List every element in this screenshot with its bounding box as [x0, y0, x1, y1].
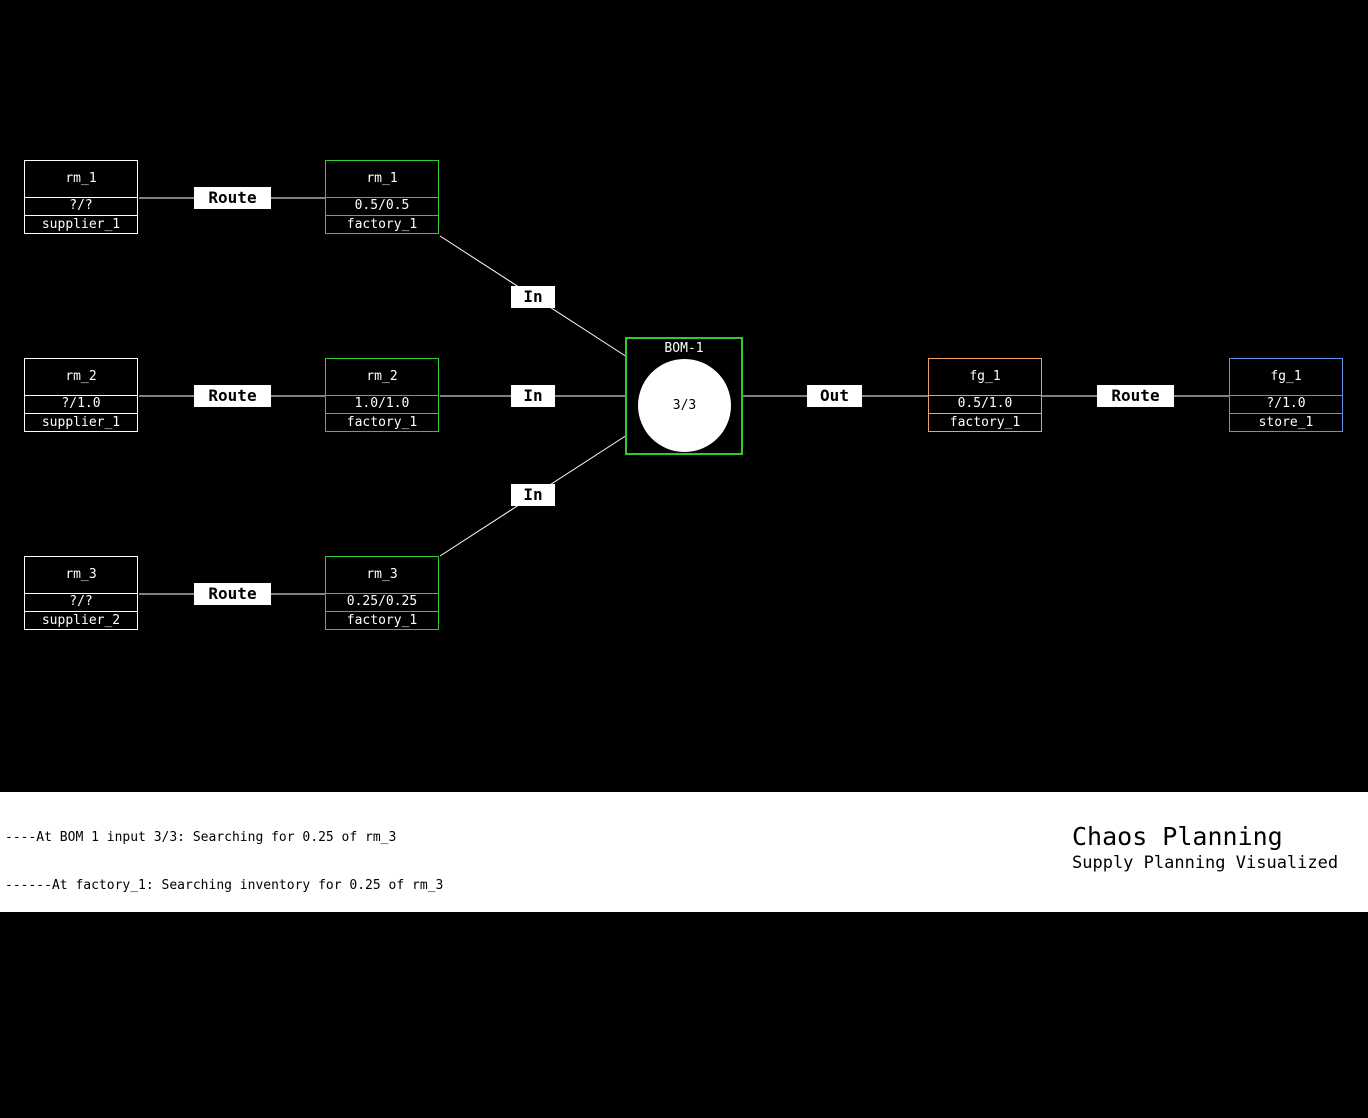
- bom-progress-circle: 3/3: [638, 359, 731, 452]
- node-quantity: 1.0/1.0: [326, 395, 438, 414]
- log-line: ----At BOM 1 input 3/3: Found all supply…: [5, 974, 389, 989]
- log-panel: ----At BOM 1 input 3/3: Searching for 0.…: [0, 792, 1368, 1085]
- node-location: factory_1: [346, 415, 418, 430]
- node-location: supplier_1: [41, 415, 121, 430]
- edge-label-route[interactable]: Route: [194, 583, 271, 605]
- node-quantity: 0.25/0.25: [326, 593, 438, 612]
- node-name: rm_1: [25, 161, 137, 198]
- node-quantity: ?/1.0: [1230, 395, 1342, 414]
- node-name: rm_1: [326, 161, 438, 198]
- node-quantity: ?/?: [25, 593, 137, 612]
- network-canvas: rm_1 ?/? supplier_1 rm_2 ?/1.0 supplier_…: [24, 160, 1343, 630]
- brand: Chaos Planning Supply Planning Visualize…: [1072, 822, 1338, 874]
- brand-title: Chaos Planning: [1072, 822, 1283, 851]
- node-name: rm_2: [25, 359, 137, 396]
- node-name: rm_3: [25, 557, 137, 594]
- edge-label-in[interactable]: In: [511, 484, 555, 506]
- log-line: ------At factory_1: Inventory meets all …: [5, 926, 459, 941]
- node-name: rm_3: [326, 557, 438, 594]
- edge-label-in[interactable]: In: [511, 286, 555, 308]
- node-rm1-supplier[interactable]: rm_1 ?/? supplier_1: [24, 160, 138, 234]
- node-location: factory_1: [346, 217, 418, 232]
- node-rm2-supplier[interactable]: rm_2 ?/1.0 supplier_1: [24, 358, 138, 432]
- node-location: store_1: [1258, 415, 1314, 430]
- node-name: fg_1: [929, 359, 1041, 396]
- node-fg1-store[interactable]: fg_1 ?/1.0 store_1: [1229, 358, 1343, 432]
- node-location: factory_1: [949, 415, 1021, 430]
- log-line: ----At BOM 1 input 3/3: Searching for 0.…: [5, 830, 397, 845]
- log-line: ----At BOM 1: Done searching all inputs: [5, 1022, 311, 1037]
- edge-label-in[interactable]: In: [511, 385, 555, 407]
- node-rm2-factory[interactable]: rm_2 1.0/1.0 factory_1: [325, 358, 439, 432]
- node-location: supplier_1: [41, 217, 121, 232]
- brand-subtitle: Supply Planning Visualized: [1072, 853, 1339, 873]
- node-rm3-factory[interactable]: rm_3 0.25/0.25 factory_1: [325, 556, 439, 630]
- log-line: --At factory_1: Found 0.5/1.0 on edge BO…: [5, 1070, 483, 1085]
- node-quantity: ?/1.0: [25, 395, 137, 414]
- log-list: ----At BOM 1 input 3/3: Searching for 0.…: [5, 798, 482, 1118]
- node-fg1-factory[interactable]: fg_1 0.5/1.0 factory_1: [928, 358, 1042, 432]
- node-rm1-factory[interactable]: rm_1 0.5/0.5 factory_1: [325, 160, 439, 234]
- log-line: ------At factory_1: Searching inventory …: [5, 878, 444, 893]
- node-name: fg_1: [1230, 359, 1342, 396]
- edge-label-route[interactable]: Route: [194, 187, 271, 209]
- node-quantity: ?/?: [25, 197, 137, 216]
- edge-label-route[interactable]: Route: [194, 385, 271, 407]
- edge-label-out[interactable]: Out: [807, 385, 862, 407]
- node-name: rm_2: [326, 359, 438, 396]
- edge-label-route[interactable]: Route: [1097, 385, 1174, 407]
- node-location: factory_1: [346, 613, 418, 628]
- node-location: supplier_2: [41, 613, 121, 628]
- node-quantity: 0.5/0.5: [326, 197, 438, 216]
- node-quantity: 0.5/1.0: [929, 395, 1041, 414]
- node-rm3-supplier[interactable]: rm_3 ?/? supplier_2: [24, 556, 138, 630]
- bom-node[interactable]: BOM-1 3/3: [625, 337, 743, 455]
- bom-title: BOM-1: [664, 341, 704, 356]
